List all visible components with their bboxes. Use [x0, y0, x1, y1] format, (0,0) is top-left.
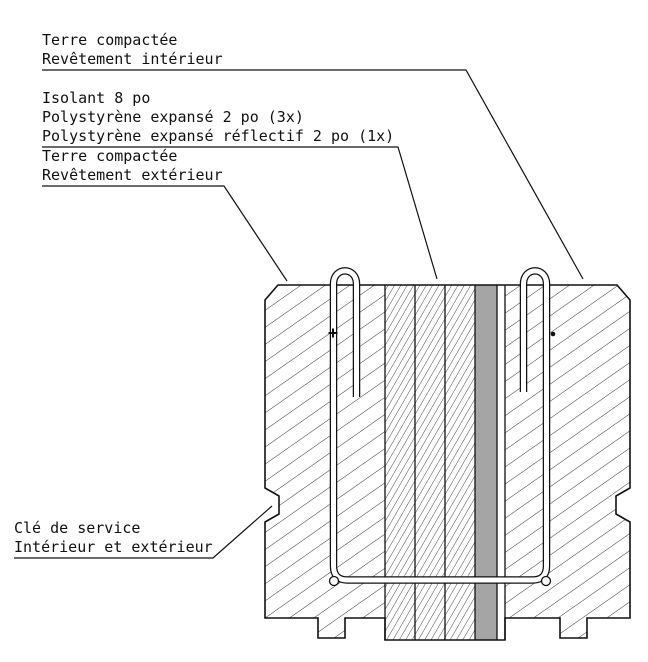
insulation-reflective-strip [475, 285, 497, 640]
tie-loop-core [331, 268, 549, 583]
label-interior-line1: Terre compactée [42, 31, 177, 49]
rebar-section-circle-left [328, 575, 340, 587]
panel-outline [264, 284, 631, 641]
leader-insulation [42, 146, 438, 280]
leader-service-key [14, 505, 273, 559]
label-exterior-line1: Terre compactée [42, 147, 177, 165]
annotation-service-key: Clé de service Intérieur et extérieur [14, 519, 213, 556]
leader-exterior [42, 185, 288, 282]
label-exterior-line2: Revêtement extérieur [42, 166, 223, 184]
cross-marker [328, 328, 338, 338]
leader-lines [14, 69, 584, 559]
leader-interior [42, 69, 584, 280]
annotation-insulation: Isolant 8 po Polystyrène expansé 2 po (3… [42, 89, 394, 145]
annotation-interior: Terre compactée Revêtement intérieur [42, 31, 223, 68]
label-service-key-line1: Clé de service [14, 519, 140, 537]
label-insulation-line2: Polystyrène expansé 2 po (3x) [42, 108, 304, 126]
label-insulation-line3: Polystyrène expansé réflectif 2 po (1x) [42, 127, 394, 145]
exterior-earth-hatch [265, 285, 385, 638]
label-insulation-line1: Isolant 8 po [42, 89, 150, 107]
insulation-eps-hatch [385, 285, 475, 640]
rebar-section-circle-right [540, 575, 552, 587]
label-service-key-line2: Intérieur et extérieur [14, 538, 213, 556]
interior-earth-hatch [505, 285, 630, 638]
label-interior-line2: Revêtement intérieur [42, 50, 223, 68]
dot-marker [550, 331, 556, 337]
annotation-exterior: Terre compactée Revêtement extérieur [42, 147, 223, 184]
